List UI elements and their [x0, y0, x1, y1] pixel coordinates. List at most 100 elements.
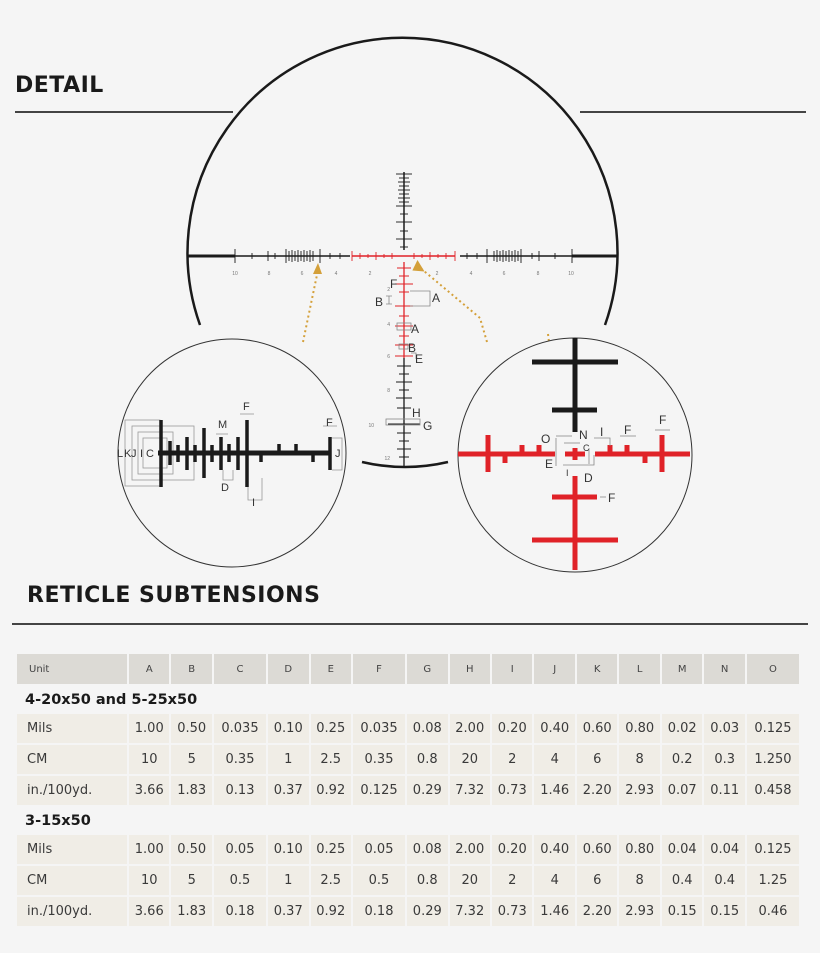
callout-label: F [608, 491, 615, 505]
table-cell: 0.60 [576, 835, 618, 864]
col-header: K [576, 654, 618, 684]
tick-label: 10 [568, 271, 574, 277]
col-header: N [704, 654, 745, 684]
callout-label: C [583, 443, 590, 453]
tick-label: 4 [470, 271, 473, 277]
table-cell: 0.46 [746, 897, 799, 926]
callout-label: F [659, 413, 666, 427]
table-cell: 0.8 [407, 866, 448, 895]
table-cell: 0.10 [268, 714, 309, 743]
table-cell: 20 [449, 745, 490, 774]
table-cell: 20 [449, 866, 490, 895]
callout-label: D [584, 471, 593, 485]
table-cell: 0.035 [213, 714, 267, 743]
callout-label: A [411, 322, 419, 336]
table-cell: 0.92 [310, 897, 351, 926]
col-header: A [129, 654, 170, 684]
table-cell: 2.20 [576, 776, 618, 805]
tick-label: 6 [503, 271, 506, 277]
callout-label: E [545, 457, 553, 471]
callout-label: F [326, 417, 333, 429]
col-header: D [268, 654, 309, 684]
callout-label: M [218, 419, 227, 431]
unit-label: Mils [17, 714, 127, 743]
table-cell: 2.00 [449, 835, 490, 864]
col-header: J [534, 654, 575, 684]
col-header: C [213, 654, 267, 684]
table-cell: 1.46 [534, 776, 575, 805]
tick-label: 8 [387, 388, 390, 394]
callout-label: L [117, 448, 123, 460]
callout-label: F [390, 277, 397, 291]
unit-label: in./100yd. [17, 776, 127, 805]
col-header: E [310, 654, 351, 684]
table-cell: 0.05 [213, 835, 267, 864]
table-cell: 1 [268, 866, 309, 895]
table-cell: 1.250 [746, 745, 799, 774]
table-cell: 0.37 [268, 897, 309, 926]
table-cell: 0.40 [534, 714, 575, 743]
table-cell: 2.00 [449, 714, 490, 743]
table-cell: 0.15 [661, 897, 703, 926]
table-cell: 0.60 [576, 714, 618, 743]
table-cell: 0.73 [492, 897, 533, 926]
table-cell: 3.66 [129, 776, 170, 805]
table-cell: 2.20 [576, 897, 618, 926]
table-cell: 0.20 [492, 714, 533, 743]
tick-label: 10 [232, 271, 238, 277]
table-cell: 0.08 [407, 835, 448, 864]
col-header: F [352, 654, 406, 684]
group-header-row: 3-15x50 [17, 807, 799, 833]
table-cell: 1.00 [129, 835, 170, 864]
table-cell: 0.04 [704, 835, 745, 864]
tick-label: 4 [387, 322, 390, 328]
table-cell: 8 [619, 745, 660, 774]
table-cell: 0.07 [661, 776, 703, 805]
callout-label: B [375, 295, 383, 309]
unit-label: CM [17, 745, 127, 774]
table-cell: 0.29 [407, 897, 448, 926]
subtensions-divider [12, 623, 808, 625]
table-cell: 0.11 [704, 776, 745, 805]
arrow-head-right [412, 260, 425, 272]
table-cell: 2.5 [310, 745, 351, 774]
table-cell: 0.05 [352, 835, 406, 864]
tick-label: 6 [301, 271, 304, 277]
table-cell: 2.93 [619, 776, 660, 805]
callout-label: H [412, 406, 421, 420]
table-cell: 1.83 [171, 897, 212, 926]
table-header-row: Unit A B C D E F G H I J K L M N O [17, 654, 799, 684]
left-inset-detail: L K J I C M F F J D I [117, 338, 347, 568]
table-cell: 0.035 [352, 714, 406, 743]
table-cell: 0.20 [492, 835, 533, 864]
main-horizontal-crosshair: 10 8 6 4 2 2 4 6 8 10 [188, 249, 617, 277]
detail-heading: DETAIL [15, 73, 104, 98]
arrow-head-left [313, 263, 322, 274]
table-cell: 1.83 [171, 776, 212, 805]
callout-label: O [541, 432, 550, 446]
callout-label: J [131, 448, 137, 460]
table-cell: 0.37 [268, 776, 309, 805]
table-cell: 6 [576, 866, 618, 895]
table-cell: 2.93 [619, 897, 660, 926]
reticle-subtensions-heading: RETICLE SUBTENSIONS [27, 583, 321, 608]
detail-divider-left [15, 111, 233, 113]
callout-label: I [252, 497, 255, 509]
table-cell: 0.35 [352, 745, 406, 774]
table-cell: 1.25 [746, 866, 799, 895]
unit-label: CM [17, 866, 127, 895]
table-cell: 0.5 [213, 866, 267, 895]
table-cell: 0.25 [310, 835, 351, 864]
callout-label: B [408, 341, 416, 355]
table-cell: 0.18 [352, 897, 406, 926]
callout-label: K [124, 448, 132, 460]
table-cell: 0.4 [661, 866, 703, 895]
reticle-diagram: 10 8 6 4 2 2 4 6 8 10 [117, 36, 693, 573]
callout-label: I [140, 448, 143, 460]
col-header-unit: Unit [17, 654, 127, 684]
col-header: I [492, 654, 533, 684]
table-cell: 0.18 [213, 897, 267, 926]
